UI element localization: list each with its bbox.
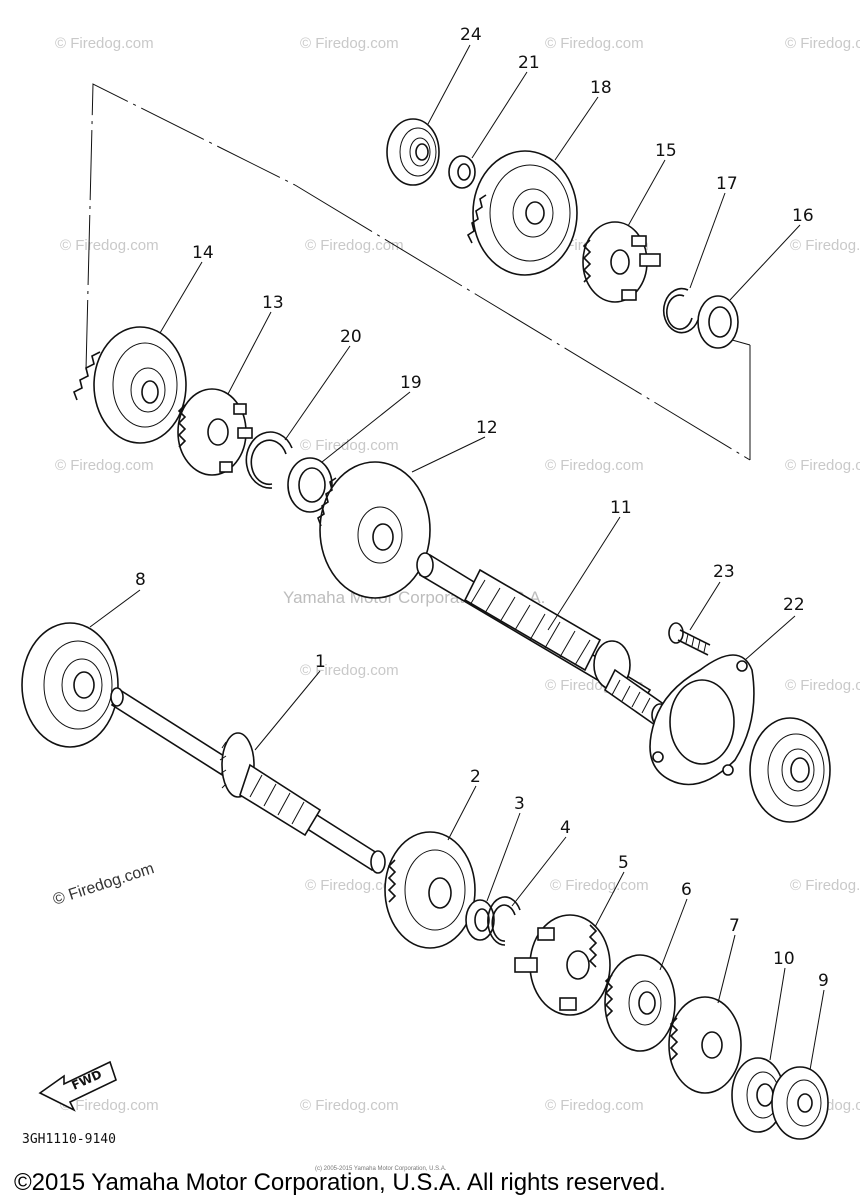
callout-7: 7	[729, 916, 740, 936]
watermark: © Firedog.com	[60, 237, 159, 254]
gear-14	[72, 326, 187, 444]
bearing-24	[386, 118, 440, 186]
watermark: © Firedog.com	[785, 457, 860, 474]
callout-14: 14	[192, 243, 214, 263]
bearing-10	[731, 1057, 785, 1133]
gear-2	[384, 831, 476, 949]
watermark: © Firedog.com	[785, 35, 860, 52]
seal-9	[771, 1066, 829, 1140]
washer-16	[697, 295, 739, 349]
gear-7	[668, 996, 742, 1094]
screw-23	[668, 622, 711, 656]
watermark-dark: © Firedog.com	[51, 860, 156, 909]
shaft-1	[110, 687, 386, 874]
callout-16: 16	[792, 206, 814, 226]
circlip-17	[662, 287, 699, 334]
bracket-lines	[85, 83, 751, 461]
watermark: © Firedog.com	[305, 237, 404, 254]
gear-13	[177, 388, 253, 476]
callout-4: 4	[560, 818, 571, 838]
leader-lines	[89, 44, 825, 1071]
callout-6: 6	[681, 880, 692, 900]
callout-24: 24	[460, 25, 482, 45]
callout-21: 21	[518, 53, 540, 73]
callout-15: 15	[655, 141, 677, 161]
callout-3: 3	[514, 794, 525, 814]
watermark: © Firedog.com	[545, 457, 644, 474]
fine-print: (c) 2005-2015 Yamaha Motor Corporation, …	[315, 1166, 447, 1172]
gear-6	[604, 954, 676, 1052]
watermark: © Firedog.com	[545, 35, 644, 52]
callout-11: 11	[610, 498, 632, 518]
gear-18	[466, 150, 578, 276]
washer-19	[287, 457, 333, 513]
callout-9: 9	[818, 971, 829, 991]
callout-23: 23	[713, 562, 735, 582]
gear-15	[582, 221, 661, 303]
circlip-4	[487, 896, 521, 946]
callout-10: 10	[773, 949, 795, 969]
callout-22: 22	[783, 595, 805, 615]
callout-5: 5	[618, 853, 629, 873]
callout-17: 17	[716, 174, 738, 194]
plate-22	[649, 654, 755, 786]
callout-20: 20	[340, 327, 362, 347]
callout-18: 18	[590, 78, 612, 98]
callout-8: 8	[135, 570, 146, 590]
callout-19: 19	[400, 373, 422, 393]
circlip-20	[245, 431, 293, 489]
watermark: © Firedog.com	[785, 677, 860, 694]
watermark: © Firedog.com	[545, 1097, 644, 1114]
part-code: 3GH1110-9140	[22, 1132, 116, 1147]
bearing-right	[749, 717, 831, 823]
watermark: © Firedog.com	[55, 35, 154, 52]
watermark: © Firedog.com	[300, 662, 399, 679]
watermark-layer: © Firedog.com © Firedog.com © Firedog.co…	[55, 35, 860, 1114]
callout-1: 1	[315, 652, 326, 672]
bearing-8	[21, 622, 119, 748]
shaft-11	[416, 552, 669, 727]
watermark: © Firedog.com	[550, 877, 649, 894]
watermark: © Firedog.com	[300, 1097, 399, 1114]
copyright-text: ©2015 Yamaha Motor Corporation, U.S.A. A…	[14, 1169, 666, 1196]
washer-21	[448, 155, 476, 189]
watermark: © Firedog.com	[790, 877, 860, 894]
gear-5	[514, 914, 611, 1016]
callout-labels: 24 21 18 15 17 16 14 13 20 19 12 11 23 2…	[135, 25, 829, 991]
watermark: © Firedog.com	[300, 437, 399, 454]
watermark: © Firedog.com	[305, 877, 404, 894]
callout-12: 12	[476, 418, 498, 438]
watermark: © Firedog.com	[60, 1097, 159, 1114]
watermark: © Firedog.com	[790, 237, 860, 254]
watermark: © Firedog.com	[300, 35, 399, 52]
callout-2: 2	[470, 767, 481, 787]
washer-3	[465, 899, 495, 941]
watermark: © Firedog.com	[55, 457, 154, 474]
callout-13: 13	[262, 293, 284, 313]
gear-12	[317, 461, 431, 599]
